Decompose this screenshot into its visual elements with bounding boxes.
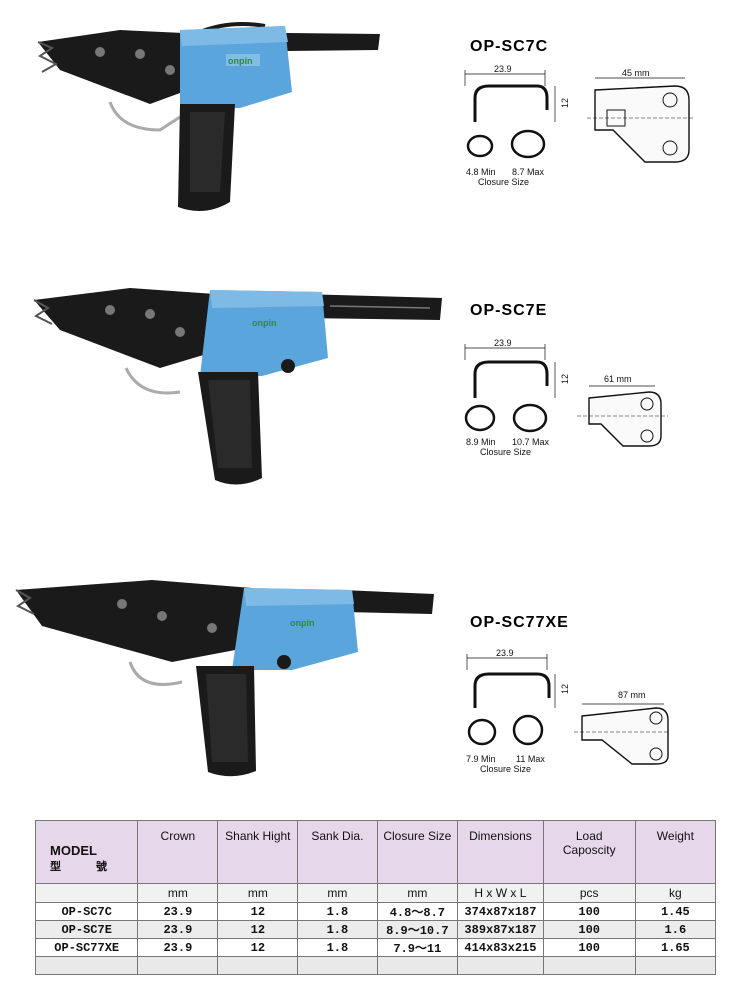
cell-dimensions: 414x83x215 bbox=[457, 938, 544, 957]
cell-model: OP-SC7E bbox=[34, 920, 139, 939]
cell-model: OP-SC7C bbox=[34, 902, 139, 921]
cell-weight: 1.65 bbox=[634, 938, 717, 957]
cell-shank: 12 bbox=[217, 902, 299, 921]
closure-size-label: Closure Size bbox=[478, 177, 530, 187]
closure-circles-op-sc7c bbox=[466, 129, 546, 159]
jaw-diagram-op-sc77xe bbox=[574, 703, 670, 765]
table-row: OP-SC77XE 23.9 12 1.8 7.9～11 414x83x215 … bbox=[34, 938, 717, 957]
table-header-row: MODEL 型 號 Crown Shank Hight Sank Dia. Cl… bbox=[34, 820, 717, 884]
cell-load: 100 bbox=[542, 902, 636, 921]
tool-image-op-sc77xe: onpin bbox=[15, 580, 434, 777]
jaw-width-label: 61 mm bbox=[604, 374, 632, 384]
model-title: OP-SC77XE bbox=[470, 614, 569, 631]
shank-label: 12 bbox=[560, 373, 571, 385]
tool-image-op-sc7e: onpin bbox=[33, 288, 442, 485]
jaw-width-label: 87 mm bbox=[618, 690, 646, 700]
product-op-sc77xe: onpin OP-SC77XE 23.9 12 7.9 Min 11 Max C… bbox=[0, 560, 750, 790]
table-row: OP-SC7C 23.9 12 1.8 4.8～8.7 374x87x187 1… bbox=[34, 902, 717, 921]
crown-label: 23.9 bbox=[496, 648, 514, 658]
brand-logo-op-sc77xe: onpin bbox=[290, 618, 315, 628]
table-units-row: mm mm mm mm H x W x L pcs kg bbox=[34, 883, 717, 903]
staple-diagram-op-sc77xe bbox=[466, 654, 556, 708]
header-model: MODEL 型 號 bbox=[34, 820, 139, 884]
closure-min-label: 4.8 Min bbox=[466, 167, 496, 177]
brand-logo-op-sc7c: onpin bbox=[228, 56, 253, 66]
table-row: OP-SC7E 23.9 12 1.8 8.9～10.7 389x87x187 … bbox=[34, 920, 717, 939]
cell-load: 100 bbox=[542, 920, 636, 939]
cell-closure: 7.9～11 bbox=[376, 938, 459, 957]
jaw-width-label: 45 mm bbox=[622, 68, 650, 78]
cell-closure: 4.8～8.7 bbox=[376, 902, 459, 921]
cell-dimensions: 389x87x187 bbox=[457, 920, 544, 939]
cell-load: 100 bbox=[542, 938, 636, 957]
unit-dimensions: H x W x L bbox=[457, 883, 544, 903]
closure-size-label: Closure Size bbox=[480, 447, 532, 457]
cell-dimensions: 374x87x187 bbox=[457, 902, 544, 921]
cell-weight: 1.6 bbox=[634, 920, 717, 939]
brand-logo-op-sc7e: onpin bbox=[252, 318, 277, 328]
header-sank: Sank Dia. bbox=[297, 820, 378, 884]
shank-label: 12 bbox=[560, 97, 571, 109]
cell-sank: 1.8 bbox=[297, 902, 378, 921]
crown-label: 23.9 bbox=[494, 64, 512, 74]
cell-crown: 23.9 bbox=[137, 920, 219, 939]
cell-model: OP-SC77XE bbox=[34, 938, 139, 957]
model-title: OP-SC7E bbox=[470, 302, 548, 319]
header-crown: Crown bbox=[137, 820, 219, 884]
jaw-diagram-op-sc7c bbox=[587, 77, 693, 163]
closure-size-label: Closure Size bbox=[480, 764, 532, 774]
product-op-sc7e: onpin OP-SC7E 23.9 12 8.9 Min 10.7 Max C… bbox=[0, 270, 750, 500]
unit-closure: mm bbox=[376, 883, 459, 903]
cell-sank: 1.8 bbox=[297, 920, 378, 939]
closure-max-label: 11 Max bbox=[516, 754, 545, 764]
cell-crown: 23.9 bbox=[137, 902, 219, 921]
closure-max-label: 8.7 Max bbox=[512, 167, 545, 177]
jaw-diagram-op-sc7e bbox=[577, 385, 668, 447]
closure-circles-op-sc7e bbox=[464, 403, 548, 433]
header-model-label: MODEL bbox=[50, 843, 97, 858]
closure-max-label: 10.7 Max bbox=[512, 437, 550, 447]
header-load: Load Caposcity bbox=[542, 820, 636, 884]
cell-sank: 1.8 bbox=[297, 938, 378, 957]
header-closure: Closure Size bbox=[376, 820, 459, 884]
unit-weight: kg bbox=[634, 883, 717, 903]
unit-sank: mm bbox=[297, 883, 378, 903]
closure-circles-op-sc77xe bbox=[467, 714, 544, 746]
crown-label: 23.9 bbox=[494, 338, 512, 348]
product-op-sc7c: onpin OP-SC7C 23.9 12 4.8 Min 8.7 Max Cl… bbox=[0, 0, 750, 260]
cell-weight: 1.45 bbox=[634, 902, 717, 921]
model-title: OP-SC7C bbox=[470, 38, 549, 55]
unit-shank: mm bbox=[217, 883, 299, 903]
header-model-cn: 型 號 bbox=[50, 861, 124, 873]
staple-diagram-op-sc7e bbox=[464, 344, 556, 398]
spec-table: MODEL 型 號 Crown Shank Hight Sank Dia. Cl… bbox=[34, 820, 717, 975]
shank-label: 12 bbox=[560, 683, 571, 695]
cell-crown: 23.9 bbox=[137, 938, 219, 957]
cell-closure: 8.9～10.7 bbox=[376, 920, 459, 939]
table-empty-row bbox=[34, 956, 717, 975]
closure-min-label: 8.9 Min bbox=[466, 437, 496, 447]
unit-load: pcs bbox=[542, 883, 636, 903]
closure-min-label: 7.9 Min bbox=[466, 754, 496, 764]
cell-shank: 12 bbox=[217, 920, 299, 939]
staple-diagram-op-sc7c bbox=[464, 70, 556, 122]
tool-image-op-sc7c: onpin bbox=[37, 22, 380, 211]
header-weight: Weight bbox=[634, 820, 717, 884]
unit-crown: mm bbox=[137, 883, 219, 903]
cell-shank: 12 bbox=[217, 938, 299, 957]
header-shank: Shank Hight bbox=[217, 820, 299, 884]
unit-model bbox=[34, 883, 139, 903]
header-dimensions: Dimensions bbox=[457, 820, 544, 884]
